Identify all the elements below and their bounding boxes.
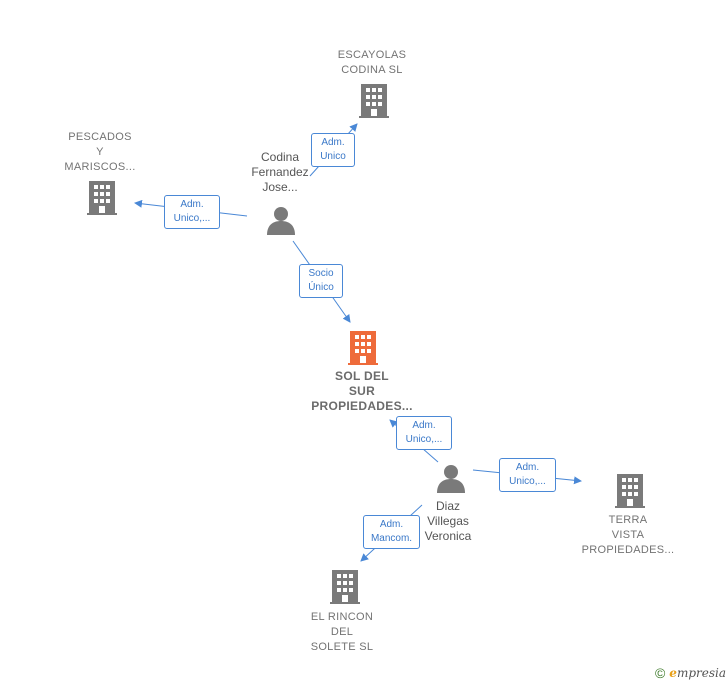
relation-diaz-sol-line2: Unico,... [405, 434, 443, 445]
sol-del-sur-label-line3: PROPIEDADES... [311, 399, 413, 413]
relation-diaz-rincon-line2: Mancom. [370, 533, 413, 544]
relation-diaz-terra-line1: Adm. [515, 462, 540, 473]
codina-person-icon[interactable] [266, 205, 296, 235]
codina-person-label[interactable]: Codina Fernandez Jose... [230, 150, 330, 195]
relation-diaz-sol-line1: Adm. [412, 420, 436, 431]
pescados-building-icon[interactable] [87, 181, 117, 215]
sol-del-sur-label[interactable]: SOL DEL SUR PROPIEDADES... [302, 369, 422, 414]
empresia-logo: empresia [669, 666, 726, 680]
terra-vista-label-line1: TERRA [608, 514, 648, 526]
escayolas-label[interactable]: ESCAYOLAS CODINA SL [322, 48, 422, 78]
sol-del-sur-label-line2: SUR [348, 384, 376, 398]
el-rincon-label[interactable]: EL RINCON DEL SOLETE SL [292, 610, 392, 655]
terra-vista-label[interactable]: TERRA VISTA PROPIEDADES... [572, 513, 684, 558]
escayolas-label-line2: CODINA SL [341, 64, 403, 76]
relation-codina-pescados-line1: Adm. [180, 199, 204, 210]
relation-diaz-rincon-line1: Adm. [379, 519, 404, 530]
terra-vista-label-line3: PROPIEDADES... [581, 544, 675, 556]
relation-codina-pescados[interactable]: Adm. Unico,... [164, 195, 220, 229]
terra-vista-building-icon[interactable] [615, 474, 645, 508]
pescados-label[interactable]: PESCADOS Y MARISCOS... [50, 130, 150, 175]
relation-diaz-sol[interactable]: Adm. Unico,... [396, 416, 452, 450]
escayolas-label-line1: ESCAYOLAS [337, 49, 407, 61]
relation-diaz-rincon[interactable]: Adm. Mancom. [363, 515, 420, 549]
diaz-person-label-line1: Diaz [435, 499, 460, 513]
copyright-icon: © [654, 665, 666, 681]
codina-person-label-line1: Codina [260, 150, 300, 164]
empresia-logo-text: mpresia [676, 666, 726, 680]
el-rincon-label-line2: DEL [330, 626, 354, 638]
sol-del-sur-building-icon[interactable] [348, 331, 378, 365]
pescados-label-line3: MARISCOS... [64, 161, 136, 173]
relation-codina-sol[interactable]: Socio Único [299, 264, 343, 298]
codina-person-label-line2: Fernandez [251, 165, 309, 179]
relation-codina-escayolas-line2: Unico [320, 151, 346, 162]
relation-diaz-terra-line2: Unico,... [509, 476, 546, 487]
el-rincon-label-line1: EL RINCON [310, 611, 374, 623]
relation-diaz-terra[interactable]: Adm. Unico,... [499, 458, 556, 492]
diaz-person-icon[interactable] [436, 463, 466, 493]
pescados-label-line1: PESCADOS [68, 131, 132, 143]
pescados-label-line2: Y [96, 146, 104, 158]
diaz-person-label[interactable]: Diaz Villegas Veronica [398, 499, 498, 544]
relation-codina-escayolas[interactable]: Adm. Unico [311, 133, 355, 167]
sol-del-sur-label-line1: SOL DEL [335, 369, 389, 383]
codina-person-label-line3: Jose... [262, 180, 298, 194]
empresia-watermark: © empresia [655, 665, 726, 681]
terra-vista-label-line2: VISTA [611, 529, 645, 541]
relation-codina-escayolas-line1: Adm. [321, 137, 345, 148]
diaz-person-label-line2: Villegas [427, 514, 469, 528]
empresia-logo-initial: e [669, 666, 677, 680]
el-rincon-building-icon[interactable] [330, 570, 360, 604]
relation-codina-sol-line1: Socio [308, 268, 334, 279]
relation-codina-pescados-line2: Unico,... [173, 213, 211, 224]
relation-codina-sol-line2: Único [308, 282, 334, 293]
escayolas-building-icon[interactable] [359, 84, 389, 118]
el-rincon-label-line3: SOLETE SL [310, 641, 374, 653]
diaz-person-label-line3: Veronica [424, 529, 472, 543]
